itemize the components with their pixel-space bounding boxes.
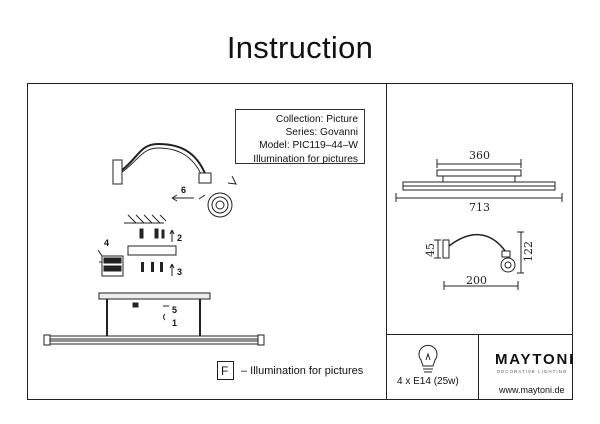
screws-lower-icon bbox=[141, 262, 163, 272]
purpose-label: Illumination for pictures bbox=[253, 153, 358, 165]
terminal-block-illustration bbox=[97, 249, 124, 277]
screws-icon bbox=[139, 228, 165, 239]
page-title: Instruction bbox=[226, 30, 374, 65]
mounting-plate-illustration bbox=[127, 245, 177, 256]
screw-turn-icon bbox=[163, 305, 169, 321]
step-3-number: 3 bbox=[177, 267, 182, 277]
arrow-up-icon bbox=[169, 263, 175, 276]
step-5-number: 5 bbox=[172, 305, 177, 315]
step-6-number: 6 bbox=[181, 185, 186, 195]
illumination-symbol-icon: F bbox=[217, 361, 234, 380]
bulb-icon bbox=[418, 344, 438, 373]
step-1-number: 1 bbox=[172, 318, 177, 328]
arm-height-label: 122 bbox=[522, 241, 535, 262]
side-view-illustration bbox=[434, 231, 524, 290]
brand-logo: MAYTONI bbox=[495, 351, 576, 368]
step-4-number: 4 bbox=[104, 238, 109, 248]
collection-label: Collection: Picture bbox=[275, 114, 358, 125]
brand-tagline: DECORATIVE LIGHTING bbox=[497, 369, 568, 374]
picture-light-illustration bbox=[43, 292, 265, 346]
side-height-label: 45 bbox=[424, 243, 437, 257]
step-2-number: 2 bbox=[177, 233, 182, 243]
product-info-box: Collection: Picture Series: Govanni Mode… bbox=[235, 109, 365, 165]
bulb-spec: 4 x E14 (25w) bbox=[397, 376, 459, 387]
side-depth-label: 200 bbox=[466, 274, 487, 287]
lamp-side-illustration bbox=[112, 142, 237, 218]
rotate-arrow-icon bbox=[171, 194, 194, 202]
series-label: Series: Govanni bbox=[285, 127, 358, 139]
divider-horizontal bbox=[386, 334, 573, 335]
total-length-label: 713 bbox=[469, 201, 490, 214]
bracket-width-label: 360 bbox=[469, 149, 490, 162]
divider-footer bbox=[478, 334, 479, 400]
legend-symbol: F bbox=[221, 364, 229, 378]
arrow-up-icon bbox=[169, 229, 175, 242]
wall-hatch-illustration bbox=[124, 214, 167, 224]
front-view-illustration bbox=[395, 159, 563, 202]
divider-vertical bbox=[386, 83, 387, 400]
brand-website: www.maytoni.de bbox=[499, 385, 565, 395]
instruction-frame bbox=[27, 83, 573, 400]
model-label: Model: PIC119–44–W bbox=[259, 140, 358, 152]
legend-text: – Illumination for pictures bbox=[241, 365, 364, 377]
